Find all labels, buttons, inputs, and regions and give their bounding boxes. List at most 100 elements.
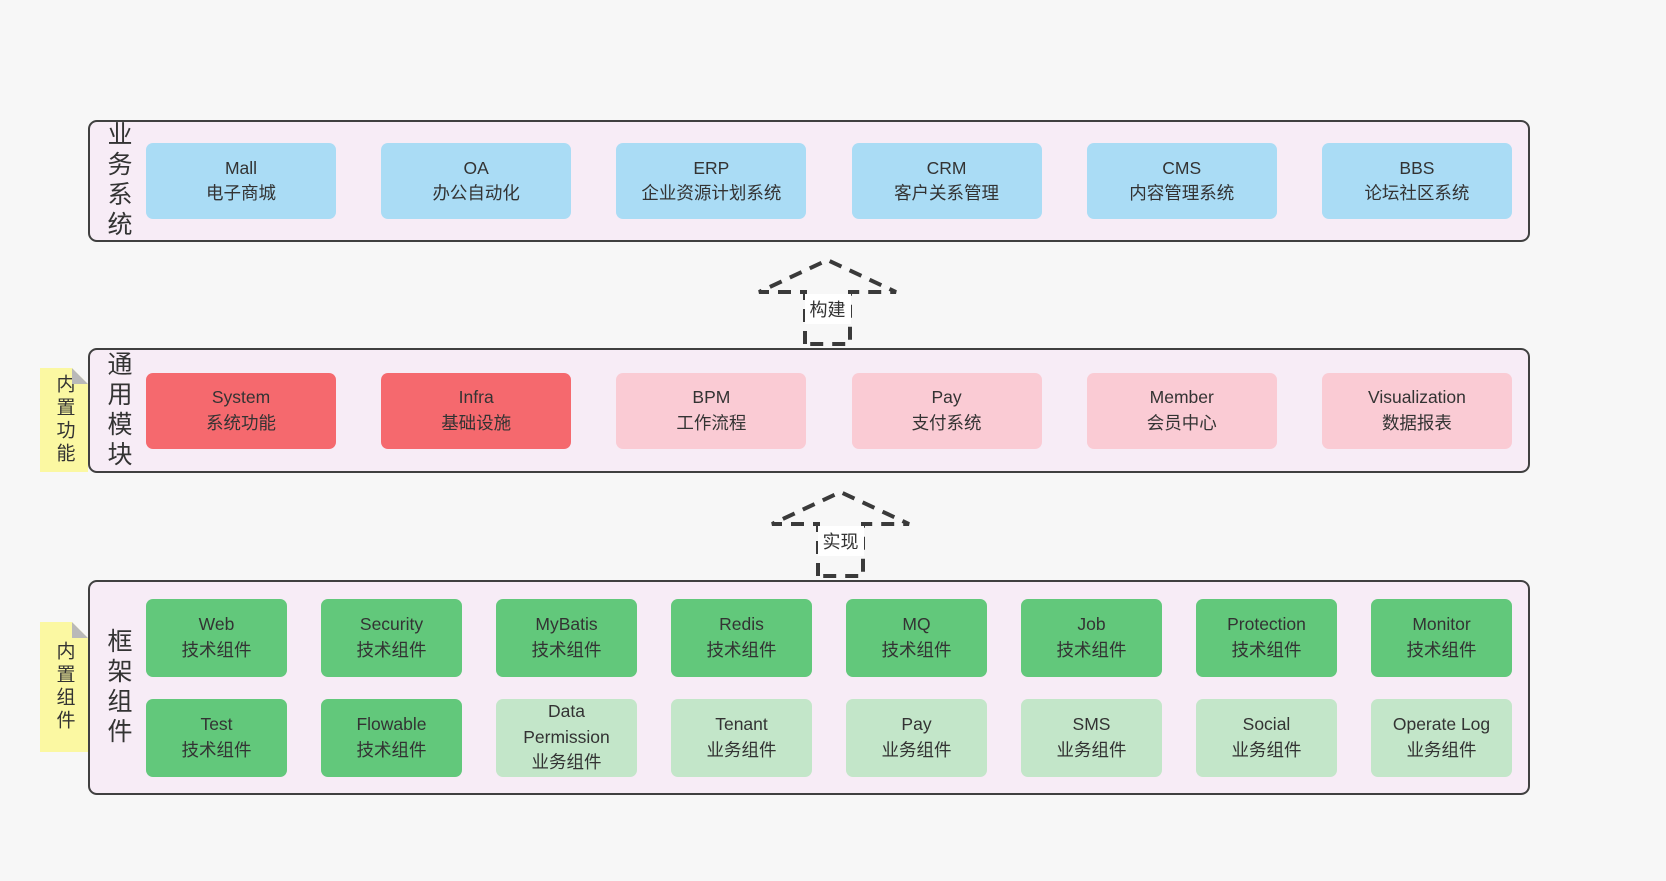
box-desc: 办公自动化	[432, 183, 520, 203]
box-name: CRM	[926, 157, 967, 178]
box-name: BBS	[1399, 157, 1435, 178]
box-operate-log: Operate Log 业务组件	[1371, 698, 1512, 777]
box-name: Visualization	[1367, 387, 1466, 408]
box-bpm: BPM 工作流程	[616, 372, 807, 449]
box-name: Pay	[931, 387, 962, 408]
box-name: ERP	[693, 157, 730, 178]
box-desc: 基础设施	[441, 412, 512, 433]
box-mall: Mall 电子商城	[146, 143, 336, 219]
sticky-note-components: 内置组件	[40, 622, 88, 752]
up-arrow-icon	[771, 489, 910, 578]
box-desc: 内容管理系统	[1129, 183, 1235, 203]
box-desc: 技术组件	[881, 639, 952, 660]
box-name: System	[211, 387, 271, 408]
box-desc: 业务组件	[1056, 739, 1127, 760]
box-redis: Redis 技术组件	[671, 598, 812, 677]
section-label-components: 框架组件	[104, 627, 132, 748]
box-name: Tenant	[715, 714, 768, 735]
box-desc: 技术组件	[531, 639, 602, 660]
box-desc: 客户关系管理	[894, 183, 1000, 203]
sticky-note-modules: 内置功能	[40, 368, 88, 472]
box-name: Redis	[719, 614, 764, 635]
box-name: Job	[1077, 614, 1106, 635]
box-desc: 技术组件	[1056, 639, 1127, 660]
box-desc: 会员中心	[1146, 412, 1217, 433]
box-mq: MQ 技术组件	[846, 598, 987, 677]
box-crm: CRM 客户关系管理	[851, 143, 1042, 219]
box-tenant: Tenant 业务组件	[671, 698, 812, 777]
box-name: Infra	[458, 387, 494, 408]
box-desc: 技术组件	[1406, 639, 1477, 660]
box-social: Social 业务组件	[1196, 698, 1337, 777]
box-pay: Pay 业务组件	[846, 698, 987, 777]
box-desc: 业务组件	[1231, 739, 1302, 760]
box-name: SMS	[1072, 714, 1111, 735]
box-infra: Infra 基础设施	[381, 372, 572, 449]
box-desc: 数据报表	[1381, 412, 1452, 433]
box-bbs: BBS 论坛社区系统	[1321, 143, 1512, 219]
box-data-permission: Data Permission 业务组件	[496, 698, 637, 777]
box-cms: CMS 内容管理系统	[1086, 143, 1277, 219]
box-name: MQ	[902, 614, 931, 635]
box-name: Protection	[1227, 614, 1306, 635]
box-desc: 电子商城	[206, 183, 276, 203]
box-protection: Protection 技术组件	[1196, 598, 1337, 677]
box-desc: 业务组件	[531, 752, 602, 773]
box-monitor: Monitor 技术组件	[1371, 598, 1512, 677]
box-name: CMS	[1162, 157, 1202, 178]
box-name: Test	[200, 714, 233, 735]
section-body-modules: System 系统功能 Infra 基础设施 BPM 工作流程 Pay 支付系统 Member 会…	[146, 350, 1528, 471]
box-desc: 工作流程	[676, 412, 747, 433]
box-name: Monitor	[1412, 614, 1471, 635]
box-desc: 技术组件	[356, 639, 427, 660]
box-security: Security 技术组件	[321, 598, 462, 677]
box-web: Web 技术组件	[146, 598, 287, 677]
box-name: Data Permission	[523, 701, 610, 747]
section-label-modules: 通用模块	[104, 350, 132, 471]
section-body-business: Mall 电子商城 OA 办公自动化 ERP 企业资源计划系统 CRM 客户关系管理 CMS 内容…	[146, 122, 1528, 240]
box-desc: 系统功能	[206, 412, 276, 433]
box-name: Mall	[224, 157, 258, 178]
box-row: Mall 电子商城 OA 办公自动化 ERP 企业资源计划系统 CRM 客户关系管理 CMS 内容…	[146, 143, 1512, 219]
box-erp: ERP 企业资源计划系统	[616, 143, 807, 219]
section-modules: 通用模块 System 系统功能 Infra 基础设施 BPM 工作流程 Pay 支付系统 Mem…	[88, 348, 1530, 473]
up-arrow-icon	[758, 257, 897, 346]
box-desc: 技术组件	[356, 739, 427, 760]
box-name: Social	[1242, 714, 1291, 735]
arrow-label: 实现	[817, 526, 864, 556]
dashed-up-arrow: 构建	[755, 256, 900, 346]
box-name: Web	[198, 614, 235, 635]
box-name: Operate Log	[1392, 714, 1491, 735]
dashed-up-arrow: 实现	[768, 488, 913, 578]
box-desc: 技术组件	[706, 639, 777, 660]
box-name: Pay	[901, 714, 932, 735]
box-desc: 业务组件	[1406, 739, 1477, 760]
box-pay: Pay 支付系统	[851, 372, 1042, 449]
box-system: System 系统功能	[146, 372, 336, 449]
box-desc: 论坛社区系统	[1364, 183, 1470, 203]
box-name: Flowable	[356, 714, 427, 735]
box-flowable: Flowable 技术组件	[321, 698, 462, 777]
box-desc: 业务组件	[706, 739, 777, 760]
box-name: BPM	[692, 387, 731, 408]
section-label-business: 业务系统	[104, 121, 132, 241]
arrow-label: 构建	[804, 294, 851, 324]
box-desc: 企业资源计划系统	[641, 183, 782, 203]
box-sms: SMS 业务组件	[1021, 698, 1162, 777]
box-desc: 技术组件	[181, 639, 252, 660]
box-visualization: Visualization 数据报表	[1321, 372, 1512, 449]
box-desc: 技术组件	[1231, 639, 1302, 660]
box-name: Security	[359, 614, 424, 635]
box-oa: OA 办公自动化	[381, 143, 572, 219]
box-name: Member	[1149, 387, 1214, 408]
box-desc: 业务组件	[881, 739, 952, 760]
box-row: System 系统功能 Infra 基础设施 BPM 工作流程 Pay 支付系统 Member 会…	[146, 372, 1512, 449]
box-desc: 支付系统	[911, 412, 982, 433]
box-name: OA	[463, 157, 489, 178]
